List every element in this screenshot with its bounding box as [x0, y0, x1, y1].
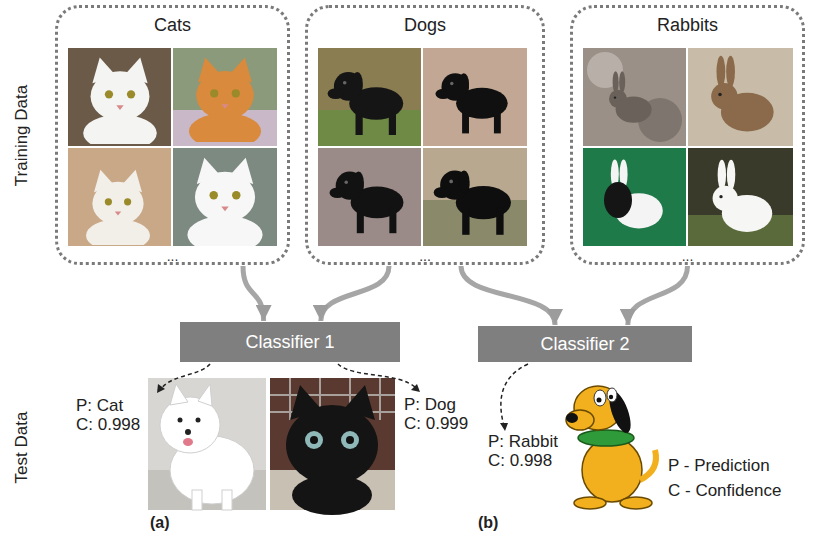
prediction-label: P: Dog [404, 395, 456, 414]
axis-label: Training Data [13, 84, 32, 185]
cat-photos [68, 48, 277, 254]
training-set-box: Rabbits... [570, 5, 805, 265]
prediction-label: P: Cat [76, 396, 123, 415]
panel-label: (b) [478, 513, 498, 532]
box-title: Classifier 1 [245, 331, 334, 353]
training-arrow [628, 266, 688, 325]
training-arrow [243, 266, 264, 321]
training-set-box: Cats... [55, 5, 290, 265]
rabbit-photos [583, 48, 793, 246]
axis-label: Test Data [13, 411, 32, 483]
box-title: Rabbits [653, 14, 722, 36]
test-photos [148, 378, 395, 515]
training-arrow [321, 266, 389, 321]
training-set-box: Dogs... [305, 5, 545, 265]
more-marker: ... [163, 250, 183, 262]
classifier-box: Classifier 1 [180, 322, 400, 362]
more-marker: ... [678, 250, 698, 262]
dog-photos [318, 48, 527, 246]
training-arrow [461, 266, 555, 325]
confidence-label: C: 0.998 [488, 451, 552, 470]
more-marker: ... [415, 250, 435, 262]
key-label: P - Prediction [668, 456, 770, 475]
confidence-label: C: 0.999 [404, 414, 468, 433]
box-title: Classifier 2 [540, 333, 629, 355]
key-label: C - Confidence [668, 481, 781, 500]
prediction-label: P: Rabbit [488, 432, 558, 451]
cartoon-dog [566, 386, 656, 509]
prediction-leaders [161, 364, 528, 426]
panel-label: (a) [150, 513, 170, 532]
box-title: Dogs [400, 14, 450, 36]
confidence-label: C: 0.998 [76, 415, 140, 434]
box-title: Cats [150, 14, 195, 36]
classifier-box: Classifier 2 [478, 326, 692, 362]
